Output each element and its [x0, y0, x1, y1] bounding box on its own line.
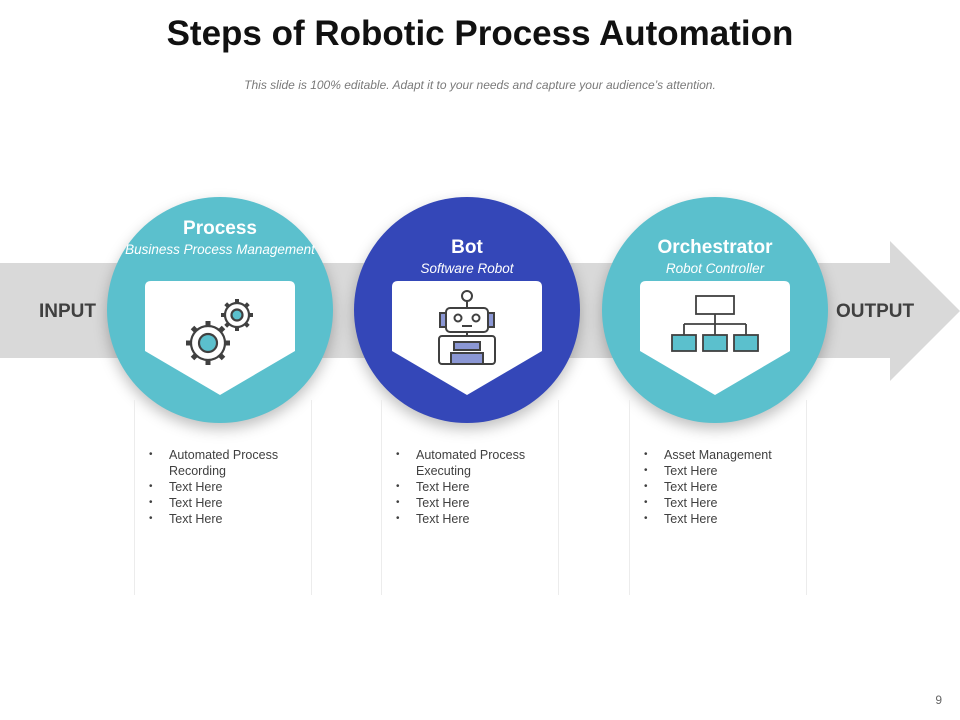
- bullet-item: Text Here: [644, 463, 798, 479]
- bot-card: Automated Process Executing Text Here Te…: [381, 400, 559, 595]
- bot-bullets: Automated Process Executing Text Here Te…: [396, 447, 550, 527]
- bullet-item: Text Here: [396, 511, 550, 527]
- output-label: OUTPUT: [836, 301, 915, 322]
- bot-subtitle: Software Robot: [420, 261, 514, 276]
- bullet-item: Text Here: [149, 495, 303, 511]
- orchestrator-circle: Orchestrator Robot Controller: [602, 197, 828, 423]
- bullet-item: Asset Management: [644, 447, 798, 463]
- bullet-item: Text Here: [149, 511, 303, 527]
- bullet-item: Text Here: [644, 479, 798, 495]
- orchestrator-bullets: Asset Management Text Here Text Here Tex…: [644, 447, 798, 527]
- bullet-item: Text Here: [149, 479, 303, 495]
- org-chart-icon: [671, 295, 759, 352]
- slide-title: Steps of Robotic Process Automation: [166, 14, 794, 53]
- bullet-item: Text Here: [644, 495, 798, 511]
- orchestrator-subtitle: Robot Controller: [665, 261, 765, 276]
- process-circle: Process Business Process Management: [107, 197, 333, 423]
- slide-subtitle: This slide is 100% editable. Adapt it to…: [244, 78, 716, 92]
- bot-title: Bot: [451, 237, 483, 258]
- bullet-item: Automated Process Executing: [396, 447, 550, 479]
- page-number: 9: [935, 693, 942, 707]
- bullet-item: Text Here: [396, 479, 550, 495]
- bot-badge: [392, 281, 542, 395]
- process-card: Automated Process Recording Text Here Te…: [134, 400, 312, 595]
- orchestrator-badge: [640, 281, 790, 395]
- bot-circle: Bot Software Robot: [354, 197, 580, 423]
- process-title: Process: [183, 218, 257, 239]
- robot-icon: [438, 290, 496, 365]
- process-badge: [145, 281, 295, 395]
- gears-icon: [186, 299, 253, 365]
- bullet-item: Text Here: [644, 511, 798, 527]
- orchestrator-title: Orchestrator: [657, 237, 773, 258]
- input-label: INPUT: [39, 301, 96, 322]
- process-subtitle: Business Process Management: [125, 242, 315, 257]
- orchestrator-card: Asset Management Text Here Text Here Tex…: [629, 400, 807, 595]
- process-bullets: Automated Process Recording Text Here Te…: [149, 447, 303, 527]
- bullet-item: Text Here: [396, 495, 550, 511]
- bullet-item: Automated Process Recording: [149, 447, 303, 479]
